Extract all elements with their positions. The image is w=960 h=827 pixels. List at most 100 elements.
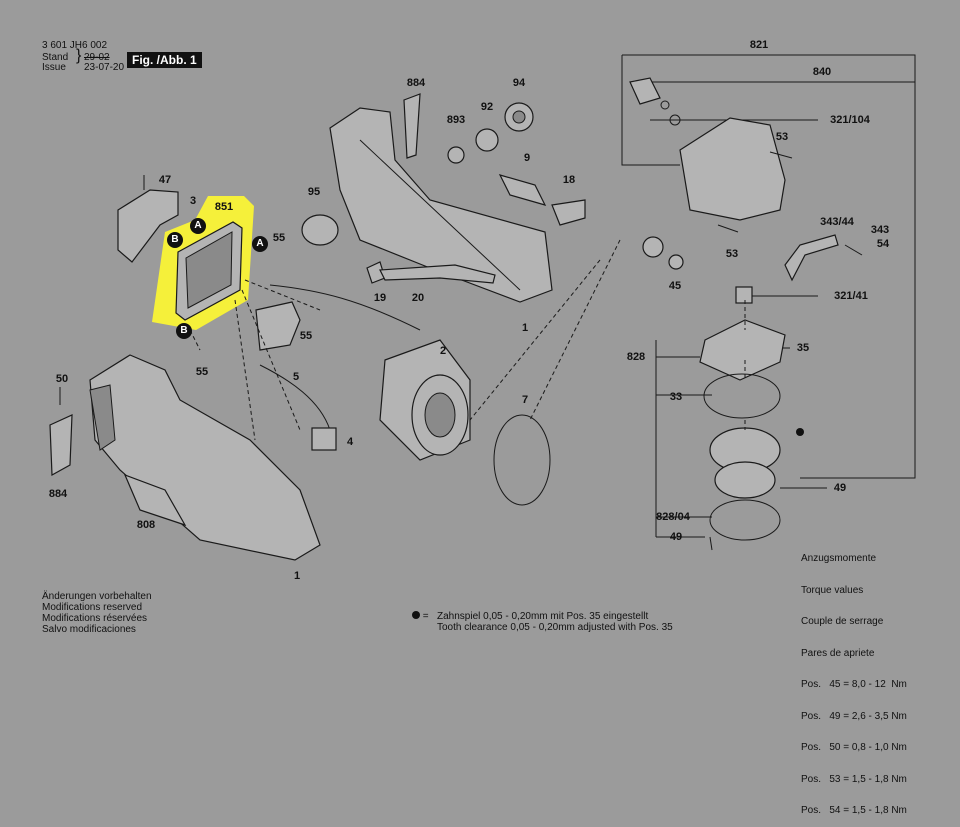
note-line: Zahnspiel 0,05 - 0,20mm mit Pos. 35 eing… <box>437 611 649 622</box>
marker-b: B <box>176 323 192 339</box>
note-line: Torque values <box>801 584 864 596</box>
label-7: 7 <box>521 394 529 406</box>
note-line: Modifications réservées <box>42 613 148 624</box>
label-343-44: 343/44 <box>820 216 854 228</box>
part-851-electronics <box>175 221 243 321</box>
label-1: 1 <box>293 570 301 582</box>
part-893 <box>447 146 465 164</box>
label-49: 49 <box>669 531 683 543</box>
part-1-housing-upper <box>329 107 553 303</box>
clearance-note: = <box>412 611 429 622</box>
label-33: 33 <box>669 391 683 403</box>
label-4: 4 <box>346 436 354 448</box>
label-893: 893 <box>446 114 466 126</box>
part-321-41 <box>735 286 753 304</box>
part-884-lower <box>49 414 73 476</box>
label-884: 884 <box>48 488 68 500</box>
part-343-lever <box>784 234 839 282</box>
label-1: 1 <box>521 322 529 334</box>
part-884-top <box>403 93 421 159</box>
label-5: 5 <box>292 371 300 383</box>
label-94: 94 <box>512 77 526 89</box>
note-line: Modifications reserved <box>42 602 143 613</box>
clearance-dot <box>796 428 804 436</box>
part-5-connector <box>255 301 301 351</box>
part-95 <box>301 214 339 246</box>
label-18: 18 <box>562 174 576 186</box>
note-line: Anzugsmomente <box>801 553 877 564</box>
label-95: 95 <box>307 186 321 198</box>
note-line: Couple de serrage <box>801 616 884 627</box>
issue-date: 23-07-20 <box>84 62 125 73</box>
label-20: 20 <box>411 292 425 304</box>
part-pinion <box>642 236 664 258</box>
label-321-104: 321/104 <box>830 114 870 126</box>
label-321-41: 321/41 <box>834 290 868 302</box>
dot-icon <box>412 611 420 619</box>
torque-row: Pos. 45 = 8,0 - 12 Nm <box>801 679 907 690</box>
label-808: 808 <box>136 519 156 531</box>
label-53: 53 <box>725 248 739 260</box>
note-line: Änderungen vorbehalten <box>42 591 152 602</box>
label-2: 2 <box>439 345 447 357</box>
part-35-plate <box>699 319 786 381</box>
part-3-bracket <box>117 189 179 263</box>
issue-label: Issue <box>42 62 66 73</box>
label-828-04: 828/04 <box>656 511 690 523</box>
part-20 <box>379 264 496 284</box>
brace: } <box>76 47 82 64</box>
note-line: Salvo modificaciones <box>42 624 136 635</box>
stand-label: Stand <box>42 52 69 63</box>
part-4-connector <box>311 427 337 451</box>
part-808-label <box>123 473 187 527</box>
label-49: 49 <box>833 482 847 494</box>
figure-label: Fig. /Abb. 1 <box>127 52 202 68</box>
label-45: 45 <box>668 280 682 292</box>
label-828: 828 <box>626 351 646 363</box>
label-92: 92 <box>480 101 494 113</box>
label-840: 840 <box>812 66 832 78</box>
modifications-note: Änderungen vorbehalten Modifications res… <box>42 591 152 635</box>
label-884: 884 <box>406 77 426 89</box>
part-45 <box>668 254 684 270</box>
marker-a: A <box>190 218 206 234</box>
torque-row: Pos. 53 = 1,5 - 1,8 Nm <box>801 773 907 785</box>
part-840 <box>629 77 661 105</box>
equals-sign: = <box>422 611 429 622</box>
clearance-text: Zahnspiel 0,05 - 0,20mm mit Pos. 35 eing… <box>437 611 673 633</box>
label-55: 55 <box>299 330 313 342</box>
part-18 <box>551 199 586 226</box>
part-33-oring <box>703 373 781 419</box>
part-7-clamp <box>493 414 551 506</box>
part-9-label <box>498 174 547 206</box>
marker-b: B <box>167 232 183 248</box>
label-55: 55 <box>195 366 209 378</box>
torque-row: Pos. 54 = 1,5 - 1,8 Nm <box>801 805 907 816</box>
part-92 <box>475 128 499 152</box>
torque-table: Anzugsmomente Torque values Couple de se… <box>801 533 907 827</box>
label-50: 50 <box>55 373 69 385</box>
label-53: 53 <box>775 131 789 143</box>
label-54: 54 <box>876 238 890 250</box>
label-821: 821 <box>749 39 769 51</box>
part-1-housing-lower <box>89 354 321 561</box>
marker-a: A <box>252 236 268 252</box>
label-9: 9 <box>523 152 531 164</box>
exploded-view-drawing <box>49 54 916 561</box>
label-55: 55 <box>272 232 286 244</box>
label-343: 343 <box>870 224 890 236</box>
label-3: 3 <box>189 195 197 207</box>
label-47: 47 <box>158 174 172 186</box>
torque-row: Pos. 50 = 0,8 - 1,0 Nm <box>801 742 907 753</box>
note-line: Pares de apriete <box>801 647 875 659</box>
label-35: 35 <box>796 342 810 354</box>
note-line: Tooth clearance 0,05 - 0,20mm adjusted w… <box>437 622 673 633</box>
label-19: 19 <box>373 292 387 304</box>
part-gear-housing <box>679 117 786 221</box>
label-851: 851 <box>214 201 234 213</box>
part-number: 3 601 JH6 002 <box>42 40 108 51</box>
part-2-motor <box>379 339 471 461</box>
old-stand-date: 29-02 <box>84 52 110 63</box>
part-bevel-gear <box>709 427 781 499</box>
torque-row: Pos. 49 = 2,6 - 3,5 Nm <box>801 710 907 722</box>
